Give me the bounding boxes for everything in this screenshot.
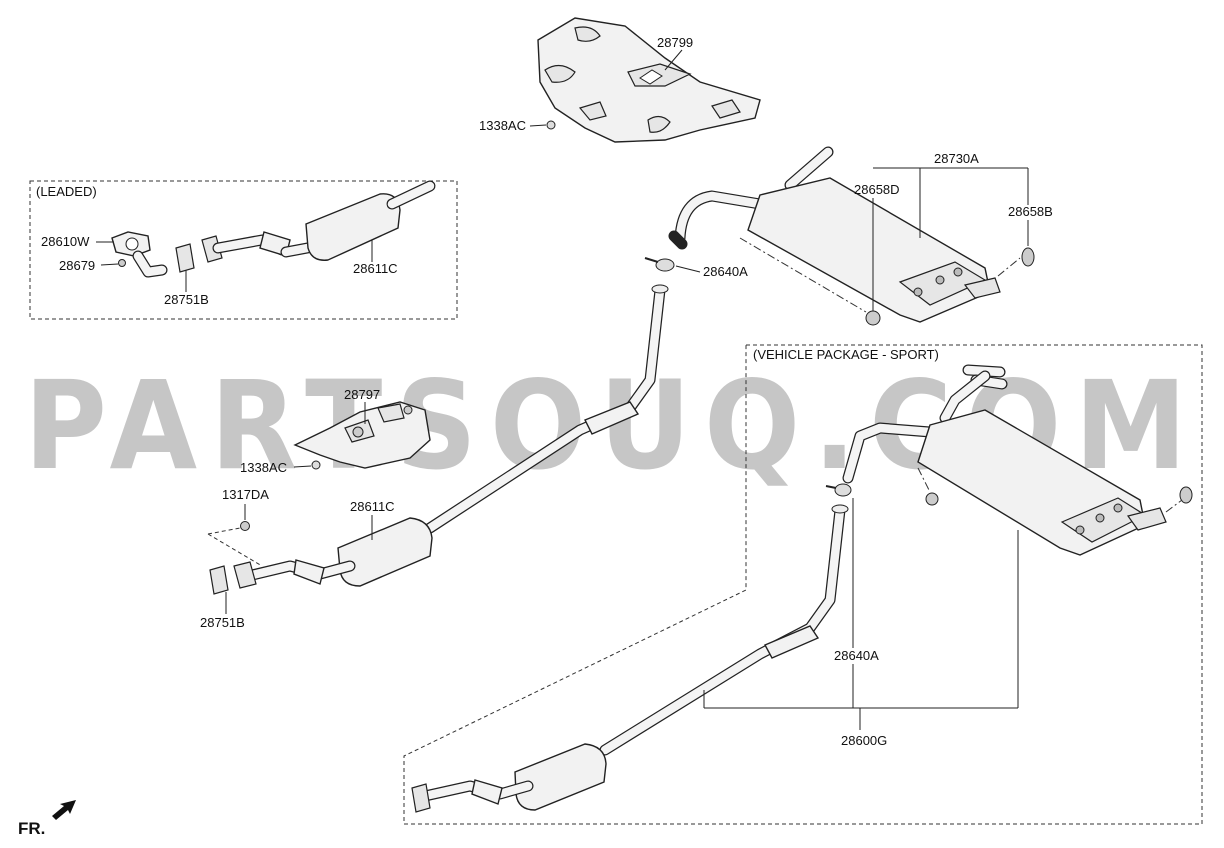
rear-muffler-main bbox=[668, 146, 1001, 323]
front-label: FR. bbox=[18, 819, 45, 838]
leaded-group-label: (LEADED) bbox=[36, 184, 97, 199]
label-28610w: 28610W bbox=[41, 234, 90, 249]
label-1338ac-top: 1338AC bbox=[479, 118, 526, 133]
hanger-28658d bbox=[865, 310, 881, 326]
label-1317da: 1317DA bbox=[222, 487, 269, 502]
label-28658b: 28658B bbox=[1008, 204, 1053, 219]
label-28658d: 28658D bbox=[854, 182, 900, 197]
label-28679: 28679 bbox=[59, 258, 95, 273]
heat-shield-upper bbox=[537, 17, 761, 143]
label-28797: 28797 bbox=[344, 387, 380, 402]
front-direction-arrow-icon bbox=[52, 800, 76, 820]
label-28751b-leaded: 28751B bbox=[164, 292, 209, 307]
clamp-28640a-top bbox=[644, 257, 675, 272]
label-28611c-main: 28611C bbox=[350, 499, 395, 514]
sport-group-box bbox=[403, 344, 1203, 825]
sport-group-label: (VEHICLE PACKAGE - SPORT) bbox=[753, 347, 939, 362]
label-28611c-leaded: 28611C bbox=[353, 261, 398, 276]
main-exhaust-pipe bbox=[209, 284, 669, 595]
nut-1338ac-mid bbox=[311, 460, 321, 470]
label-28751b-main: 28751B bbox=[200, 615, 245, 630]
label-28640a-sport: 28640A bbox=[834, 648, 879, 663]
leaded-front-pipe bbox=[111, 180, 436, 278]
label-28799: 28799 bbox=[657, 35, 693, 50]
gasket-28679 bbox=[118, 259, 126, 267]
sport-exhaust-pipe bbox=[411, 504, 849, 813]
clamp-28640a-sport bbox=[825, 483, 852, 497]
hanger-sport-left bbox=[925, 492, 939, 506]
label-28600g: 28600G bbox=[841, 733, 887, 748]
hanger-28658b bbox=[1021, 247, 1035, 267]
leaded-group-box bbox=[29, 180, 458, 320]
sport-rear-muffler bbox=[842, 364, 1167, 556]
label-28640a-top: 28640A bbox=[703, 264, 748, 279]
label-28730a: 28730A bbox=[934, 151, 979, 166]
label-1338ac-mid: 1338AC bbox=[240, 460, 287, 475]
stud-1317da bbox=[240, 521, 250, 531]
hanger-sport-right bbox=[1179, 486, 1193, 504]
nut-1338ac-top bbox=[546, 120, 556, 130]
heat-shield-lower bbox=[293, 401, 431, 469]
